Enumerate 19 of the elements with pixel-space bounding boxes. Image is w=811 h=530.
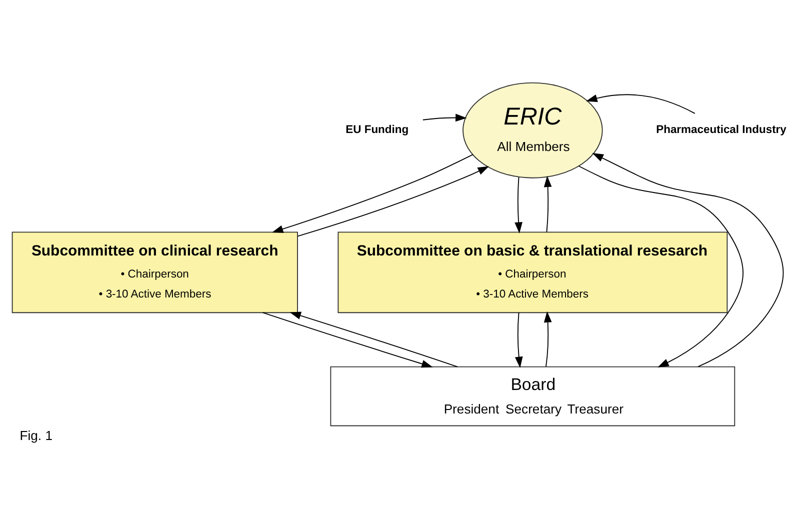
arrow <box>422 114 467 122</box>
node-text: EU Funding <box>346 124 409 136</box>
node-box: Board President Secretary Treasurer <box>330 366 736 426</box>
arrow <box>544 176 552 233</box>
arrow <box>514 312 523 368</box>
arrow <box>586 94 696 114</box>
arrow <box>592 153 784 368</box>
node-box: Subcommittee on clinical research • Chairperson • 3-10 Active Members <box>12 232 298 314</box>
node-box: Subcommittee on basic & translational resesarch • Chairperson • 3-10 Active Members <box>338 232 728 314</box>
arrow <box>578 166 744 368</box>
node-text: Pharmaceutical Industry <box>656 124 786 136</box>
node-ellipse: ERIC All Members <box>462 82 603 178</box>
arrow <box>544 311 552 368</box>
arrow <box>272 154 474 233</box>
arrow <box>290 312 458 368</box>
arrow <box>514 176 522 234</box>
arrow <box>297 166 490 237</box>
arrow <box>262 312 433 368</box>
caption: Fig. 1 <box>20 428 52 443</box>
